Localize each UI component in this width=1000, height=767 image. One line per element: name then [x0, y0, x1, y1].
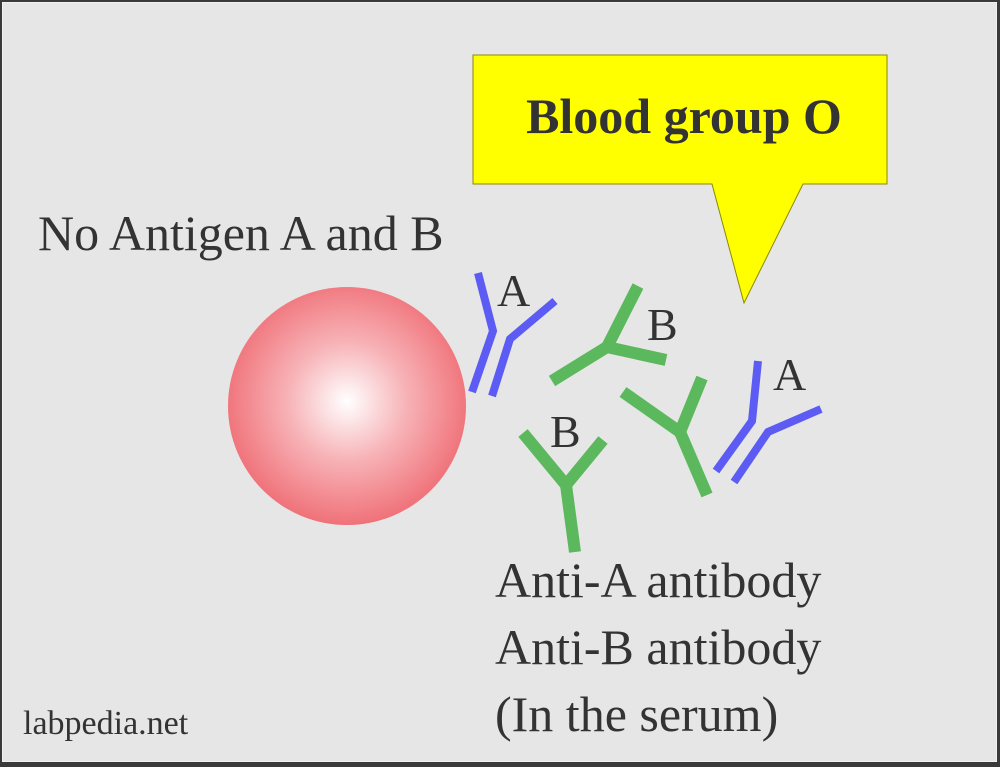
anti-b-antibody-icon [518, 429, 608, 553]
title-text: Blood group O [526, 88, 842, 144]
anti-b-antibody-icon [619, 375, 713, 498]
antigen-label: No Antigen A and B [38, 205, 444, 261]
serum-text-line1: Anti-A antibody [495, 552, 821, 608]
antibody-label-b2: B [550, 406, 581, 457]
antibody-label-a1: A [497, 265, 530, 316]
anti-a-antibody-icon [468, 271, 558, 398]
serum-text-line2: Anti-B antibody [495, 619, 821, 675]
watermark: labpedia.net [23, 705, 189, 742]
anti-b-antibody-icon [548, 283, 668, 387]
antibody-label-b1: B [647, 299, 678, 350]
red-blood-cell [228, 287, 466, 525]
title-callout: Blood group O [472, 54, 888, 305]
antibody-label-a2: A [773, 349, 806, 400]
serum-text-line3: (In the serum) [495, 686, 778, 742]
anti-a-antibody-icon [712, 360, 823, 485]
